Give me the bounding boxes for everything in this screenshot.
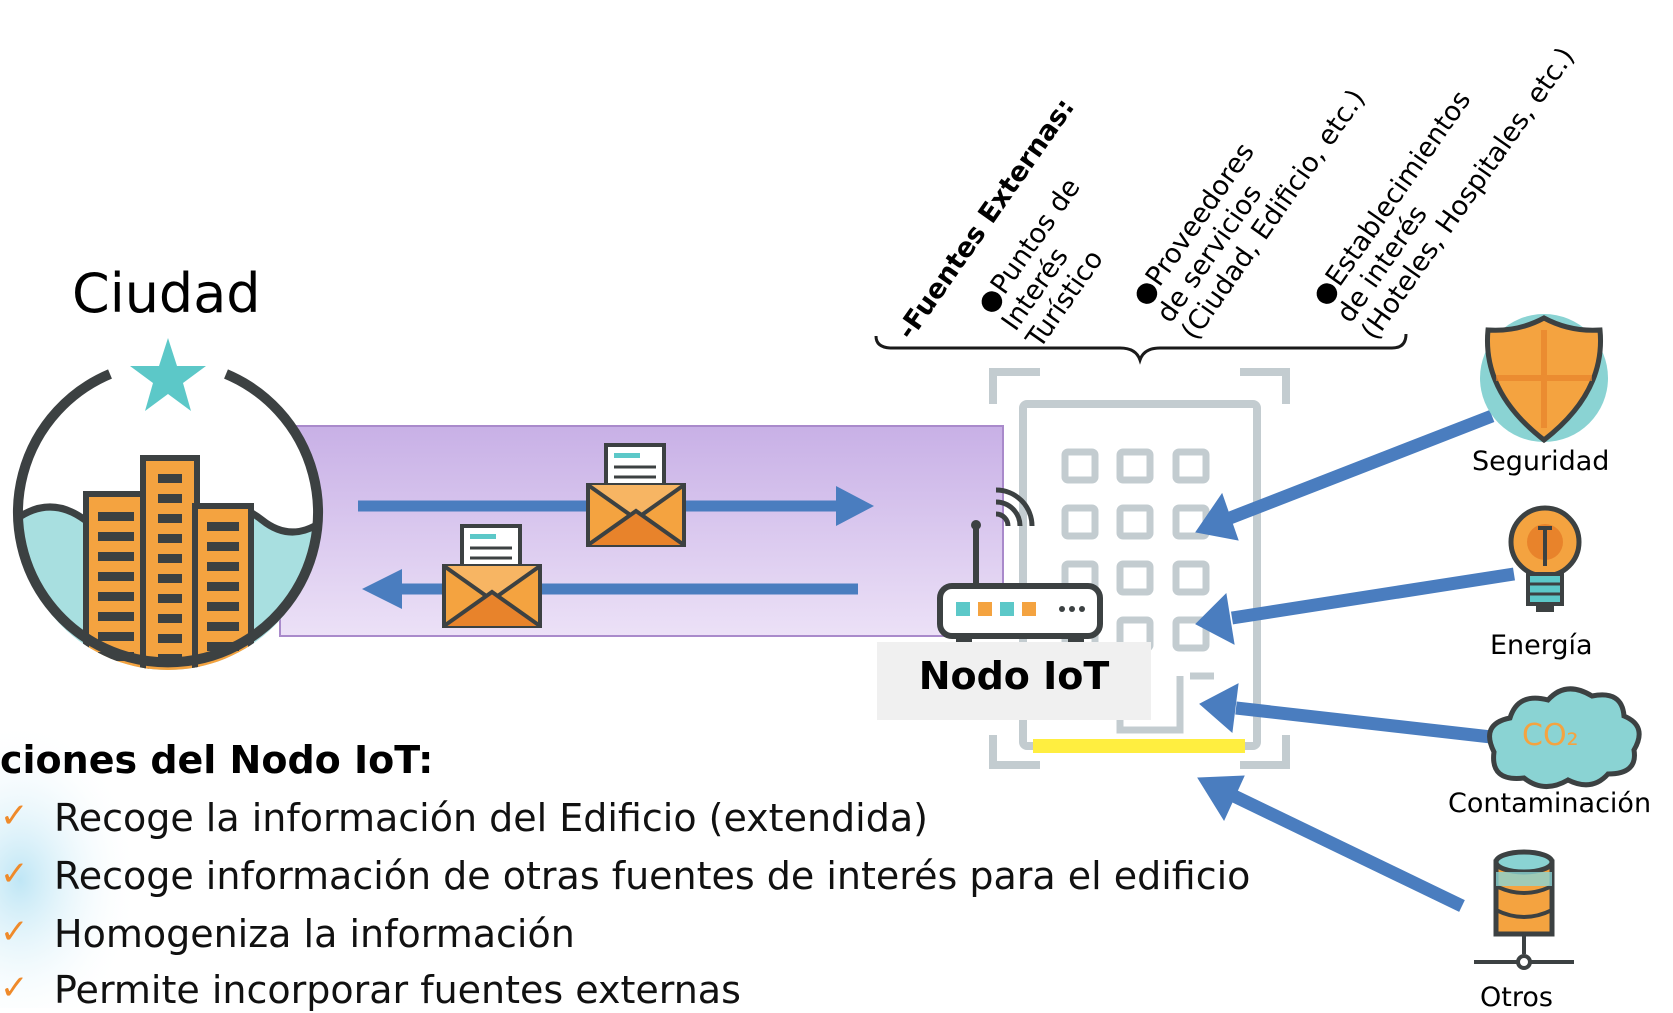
source-label-energy: Energía (1490, 630, 1593, 661)
source-label-security: Seguridad (1472, 446, 1610, 477)
function-text: Homogeniza la información (54, 912, 575, 956)
node-label: Nodo IoT (918, 654, 1110, 698)
lightbulb-icon (1508, 505, 1582, 612)
function-text: Recoge información de otras fuentes de i… (54, 854, 1251, 898)
envelope-icon (586, 443, 686, 547)
shield-icon (1480, 314, 1608, 444)
co2-cloud-icon (1487, 686, 1642, 789)
source-label-others: Otros (1480, 982, 1553, 1013)
router-icon (937, 487, 1103, 644)
energy-arrow-icon (1195, 567, 1516, 645)
building-base-highlight (1033, 739, 1245, 753)
pollution-arrow-icon (1199, 683, 1501, 745)
sources-brace (874, 333, 1408, 365)
co2-label: CO₂ (1522, 718, 1579, 753)
node-label-box (877, 642, 1151, 720)
background-glow (0, 720, 140, 1008)
check-icon: ✓ (0, 968, 29, 1008)
function-text: Permite incorporar fuentes externas (54, 968, 741, 1012)
database-icon (1474, 849, 1574, 970)
source-label-pollution: Contaminación (1448, 788, 1652, 819)
envelope-icon (442, 524, 542, 628)
check-icon: ✓ (0, 796, 29, 836)
star-icon (130, 338, 206, 411)
security-arrow-icon (1195, 409, 1495, 541)
function-text: Recoge la información del Edificio (exte… (54, 796, 928, 840)
functions-title: ciones del Nodo IoT: (0, 738, 434, 782)
city-title: Ciudad (72, 262, 261, 325)
check-icon: ✓ (0, 854, 29, 894)
city-icon (13, 338, 323, 670)
others-arrow-icon (1197, 775, 1465, 912)
check-icon: ✓ (0, 912, 29, 952)
